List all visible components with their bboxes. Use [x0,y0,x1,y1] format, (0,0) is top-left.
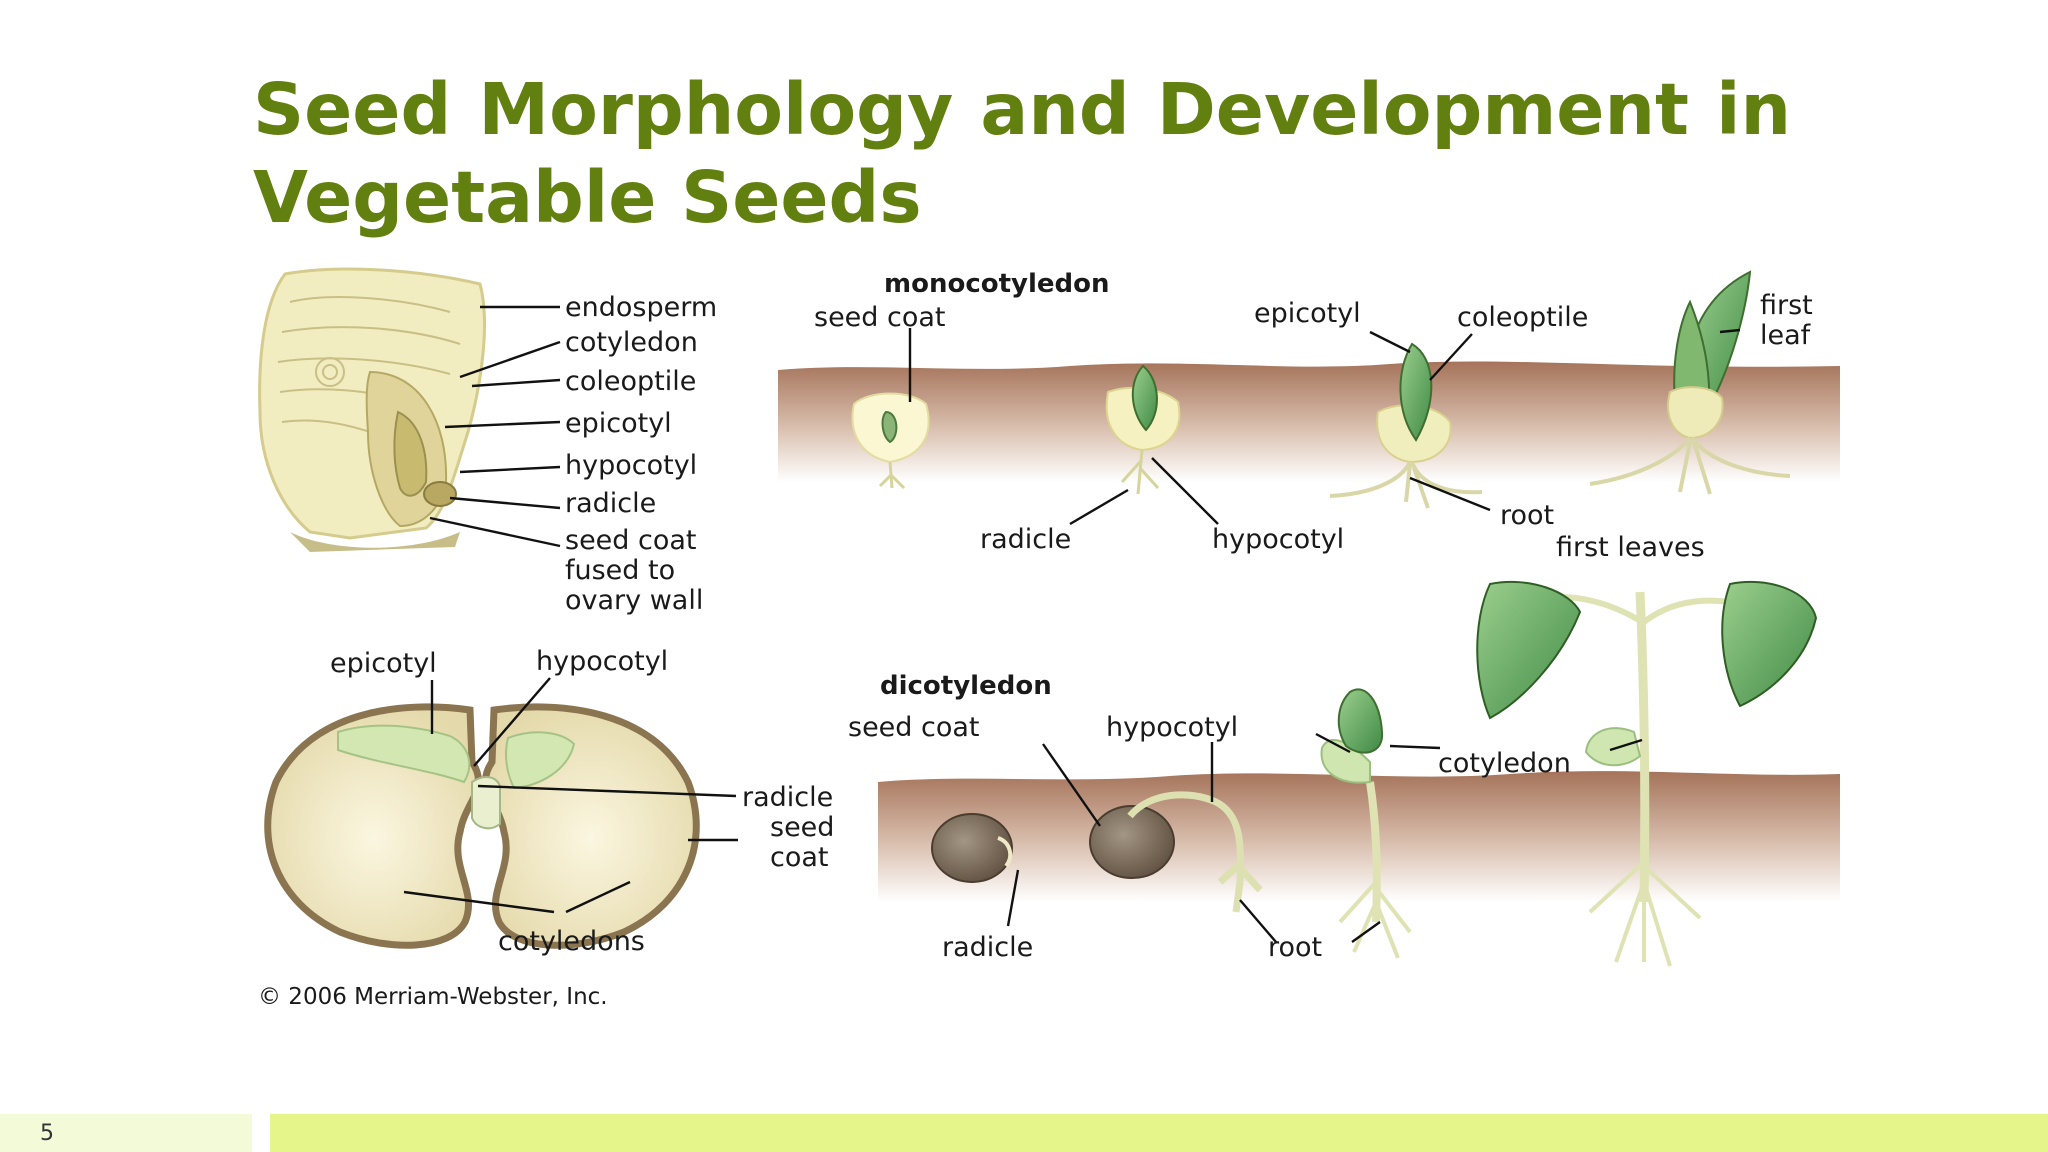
bean-label-cotyledons: cotyledons [498,926,645,957]
mono-label-first: first [1760,290,1813,321]
bean-label-seed: seed [770,812,834,843]
seed-development-diagram: endosperm cotyledon coleoptile epicotyl … [258,267,1840,1010]
dico-label-cotyledon: cotyledon [1438,748,1571,779]
bean-label-radicle: radicle [742,782,833,813]
dico-labels: dicotyledon seed coat hypocotyl cotyledo… [848,671,1571,963]
footer-left-block [0,1114,252,1152]
dico-seedlings [931,580,1818,967]
bean-label-coat: coat [770,842,829,873]
label-cotyledon: cotyledon [565,327,698,358]
label-coleoptile: coleoptile [565,366,696,397]
heading-dicotyledon: dicotyledon [880,671,1052,701]
dico-label-hypocotyl: hypocotyl [1106,712,1238,743]
corn-labels: endosperm cotyledon coleoptile epicotyl … [565,292,717,616]
mono-label-seed-coat: seed coat [814,302,946,333]
mono-label-first-leaves: first leaves [1556,532,1705,563]
label-hypocotyl: hypocotyl [565,450,697,481]
dico-label-radicle: radicle [942,932,1033,963]
label-radicle: radicle [565,488,656,519]
mono-label-leaf: leaf [1760,320,1812,351]
mono-seedlings [851,270,1791,509]
label-ovary-wall: ovary wall [565,585,703,616]
mono-label-hypocotyl: hypocotyl [1212,524,1344,555]
mono-leader-lines [908,328,1741,526]
label-epicotyl: epicotyl [565,408,672,439]
mono-label-root: root [1500,500,1554,531]
slide-number: 5 [40,1121,54,1146]
dico-leader-lines [1006,732,1643,943]
dico-label-root: root [1268,932,1322,963]
copyright-text: © 2006 Merriam-Webster, Inc. [258,984,608,1010]
footer-accent-bar [270,1114,2048,1152]
bean-labels: epicotyl hypocotyl radicle seed coat cot… [330,646,834,957]
corn-leader-lines [429,305,561,548]
bean-seed-illustration [264,703,700,949]
mono-labels: monocotyledon seed coat epicotyl coleopt… [814,269,1813,563]
heading-monocotyledon: monocotyledon [884,269,1110,299]
mono-label-epicotyl: epicotyl [1254,298,1361,329]
label-seed-coat: seed coat [565,525,697,556]
bean-label-epicotyl: epicotyl [330,648,437,679]
dico-soil [878,771,1840,902]
bean-label-hypocotyl: hypocotyl [536,646,668,677]
bean-leader-lines [403,677,738,914]
dico-label-seed-coat: seed coat [848,712,980,743]
slide-title: Seed Morphology and Development in Veget… [253,68,1791,239]
label-endosperm: endosperm [565,292,717,323]
label-fused-to: fused to [565,555,675,586]
mono-label-coleoptile: coleoptile [1457,302,1588,333]
mono-label-radicle: radicle [980,524,1071,555]
corn-kernel-illustration [258,267,486,552]
mono-soil [778,361,1840,482]
